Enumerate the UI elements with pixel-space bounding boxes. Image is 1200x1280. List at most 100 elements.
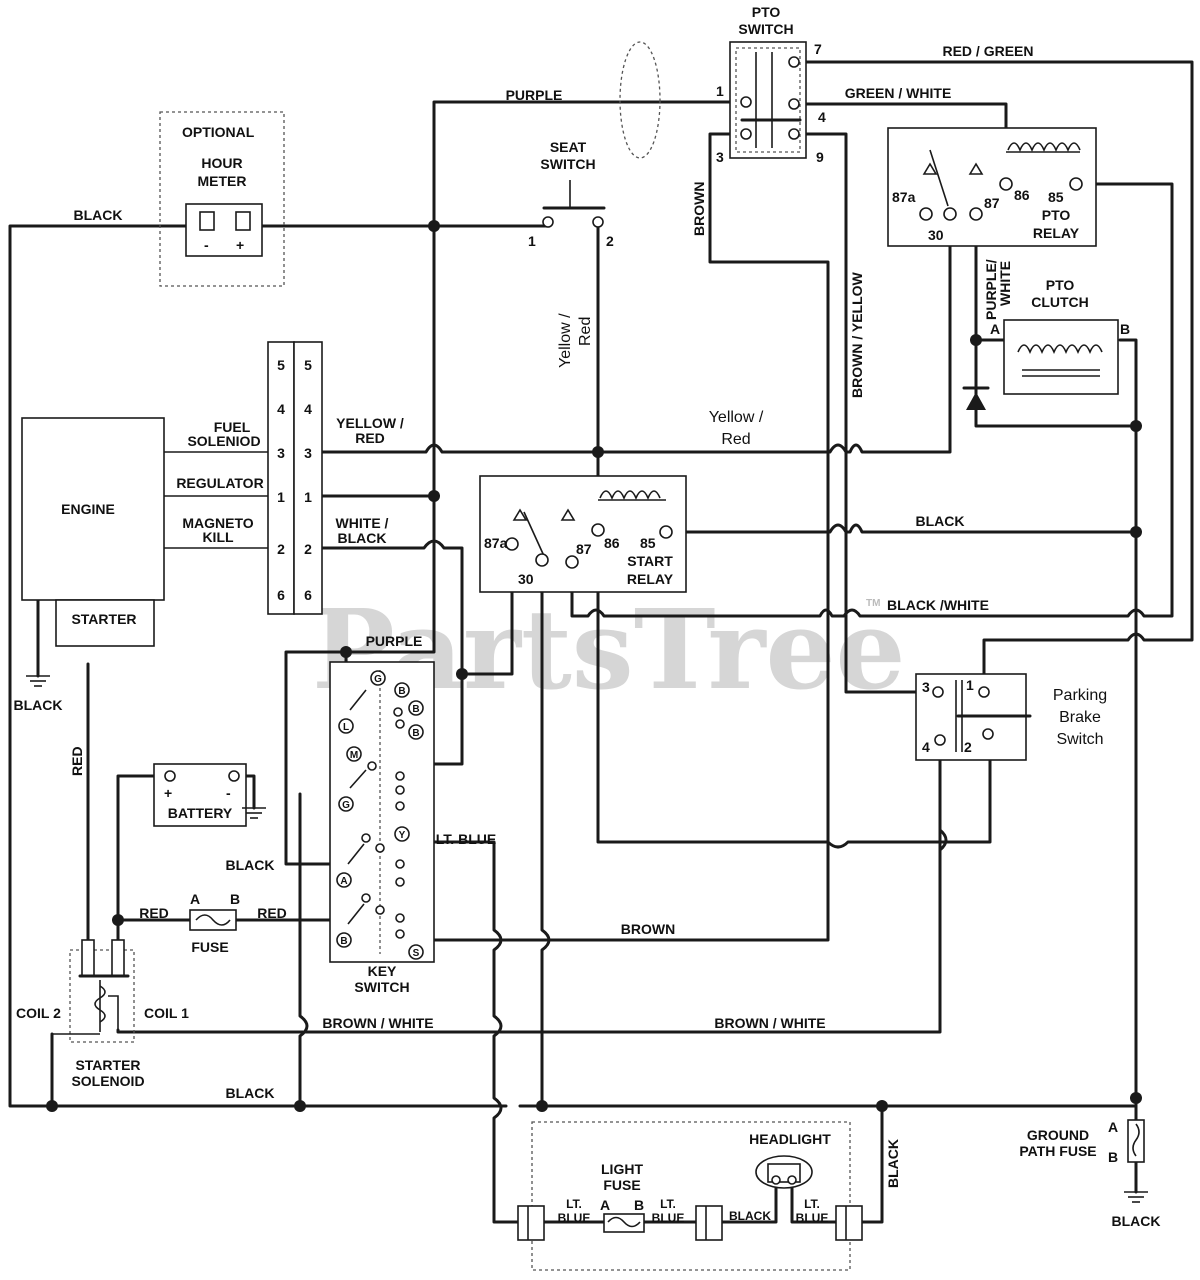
key-switch: G B B B L M G Y A B (329, 661, 435, 995)
pto-relay-terminal-86 (999, 177, 1013, 191)
connector-pin: 4 (304, 401, 312, 417)
hour-meter-minus: - (204, 237, 209, 253)
start-relay-label-86: 86 (604, 535, 620, 551)
ground-path-fuse-element (1132, 1123, 1140, 1157)
pto-clutch-label-a: A (990, 321, 1000, 337)
connector-pin: 1 (304, 489, 312, 505)
light-fuse-label-b: B (634, 1197, 644, 1213)
label-white-black-2: BLACK (338, 530, 387, 546)
wire-black-right (860, 1104, 884, 1224)
light-connector (835, 1205, 863, 1241)
wire-start-relay-85 (664, 523, 1138, 534)
start-relay-label-87a: 87a (484, 535, 508, 551)
seat-switch-title-1: SEAT (550, 139, 587, 155)
junction-dot (428, 220, 440, 232)
start-relay-coil (599, 490, 661, 501)
key-contact (395, 785, 405, 795)
seat-switch-label-2: 2 (606, 233, 614, 249)
wire-yellow-red-h (320, 212, 952, 454)
label-lt-1: LT. (566, 1197, 582, 1211)
wire-black-headlight (718, 1184, 778, 1224)
junction-dot (112, 914, 124, 926)
ground-fuse-title-1: GROUND (1027, 1127, 1089, 1143)
wire-clutch-b (1118, 338, 1138, 1108)
wire-black-left (8, 224, 508, 1108)
key-label-l: L (343, 722, 349, 733)
parking-brake-terminal-2 (982, 728, 994, 740)
key-terminal-b (408, 700, 424, 716)
connector-pin: 6 (304, 587, 312, 603)
label-brown-yellow: BROWN / YELLOW (849, 271, 865, 398)
light-connector (695, 1205, 723, 1241)
pto-clutch-coil (1017, 344, 1103, 355)
start-relay-arm (523, 511, 545, 557)
label-black-battery: BLACK (226, 857, 275, 873)
key-contact (375, 843, 385, 853)
hour-meter-plus: + (236, 237, 244, 253)
wire-brown-white (298, 792, 309, 1108)
ground-fuse-label-a: A (1108, 1119, 1118, 1135)
headlight-terminal (787, 1175, 797, 1185)
pto-relay-title-1: PTO (1042, 207, 1071, 223)
key-terminal-l (338, 718, 354, 734)
pto-switch-terminal-1 (740, 96, 752, 108)
label-lt-3: LT. (804, 1197, 820, 1211)
pto-relay-contact (922, 162, 938, 175)
hour-meter-optional-box (159, 111, 285, 287)
connector-pin: 5 (304, 357, 312, 373)
engine-magneto-2: KILL (202, 529, 234, 545)
connector-pin: 5 (277, 357, 285, 373)
key-contact (375, 905, 385, 915)
pto-relay: 87a 30 87 86 85 PTO RELAY (887, 127, 1097, 247)
junction-dot (1130, 526, 1142, 538)
label-blue-1: BLUE (558, 1211, 591, 1225)
pto-relay-terminal-85 (1069, 177, 1083, 191)
junction-dot (536, 1100, 548, 1112)
solenoid-coil1-label: COIL 1 (144, 1005, 189, 1021)
junction-dot (456, 668, 468, 680)
wire-red-battery (116, 774, 192, 922)
key-label-y: Y (399, 830, 406, 841)
fuse-label-a: A (190, 891, 200, 907)
pto-clutch-label-b: B (1120, 321, 1130, 337)
key-contact (395, 877, 405, 887)
junction-dot (1130, 420, 1142, 432)
light-fuse-label-a: A (600, 1197, 610, 1213)
key-label-g: G (342, 800, 350, 811)
pto-clutch-body (1003, 319, 1119, 395)
seat-switch-title-2: SWITCH (540, 156, 595, 172)
key-contact (395, 929, 405, 939)
label-black-start-relay: BLACK (916, 513, 965, 529)
label-purple-white-2: WHITE (997, 261, 1013, 306)
fuse-element (195, 914, 231, 926)
solenoid-title-2: SOLENOID (71, 1073, 144, 1089)
light-fuse-element (607, 1216, 641, 1228)
start-relay-contact (560, 508, 576, 521)
seat-switch-terminal-1 (542, 216, 554, 228)
headlight-title: HEADLIGHT (749, 1131, 831, 1147)
pto-clutch: PTO CLUTCH A B (962, 277, 1130, 410)
connector-pin: 4 (277, 401, 285, 417)
fuse-title: FUSE (191, 939, 228, 955)
key-switch-arm (349, 769, 367, 789)
diode-icon (966, 392, 986, 410)
pto-clutch-title-1: PTO (1046, 277, 1075, 293)
ground-symbols (26, 675, 1148, 1203)
pto-switch-label-3: 3 (716, 149, 724, 165)
key-label-b: B (412, 704, 419, 715)
wire-start-relay-30 (540, 558, 551, 1108)
connector-pin: 3 (277, 445, 285, 461)
start-relay-terminal-87 (565, 555, 579, 569)
junction-dot (428, 490, 440, 502)
wire-black-bottom (518, 1104, 1138, 1124)
label-lt-2: LT. (660, 1197, 676, 1211)
headlight-circuit: HEADLIGHT LIGHT FUSE A B (517, 1121, 863, 1271)
ground-fuse-label-b: B (1108, 1149, 1118, 1165)
pto-switch-label-4: 4 (818, 109, 826, 125)
fuse-label-b: B (230, 891, 240, 907)
label-brown-vertical: BROWN (691, 182, 707, 236)
pto-clutch-title-2: CLUTCH (1031, 294, 1089, 310)
solenoid-post (111, 939, 125, 977)
light-connector (517, 1205, 545, 1241)
junction-dot (970, 334, 982, 346)
